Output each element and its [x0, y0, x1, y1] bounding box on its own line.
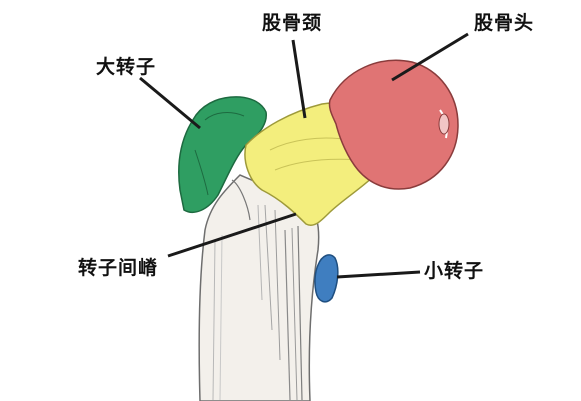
- label-femoral-neck: 股骨颈: [262, 12, 323, 34]
- femoral-head-region: [328, 59, 459, 190]
- leader-femoral-neck: [291, 39, 307, 119]
- label-femoral-head: 股骨头: [474, 12, 535, 34]
- label-intertrochanteric-crest: 转子间嵴: [78, 257, 159, 279]
- lesser-trochanter-region: [314, 254, 339, 303]
- femur-shaft: [198, 174, 320, 401]
- label-greater-trochanter: 大转子: [96, 56, 157, 78]
- leader-greater-trochanter: [139, 76, 201, 130]
- greater-trochanter-region: [178, 96, 267, 214]
- label-lesser-trochanter: 小转子: [424, 260, 485, 282]
- leader-intertrochanteric-crest: [167, 212, 297, 258]
- leader-femoral-head: [391, 32, 469, 82]
- leader-lesser-trochanter: [336, 270, 421, 279]
